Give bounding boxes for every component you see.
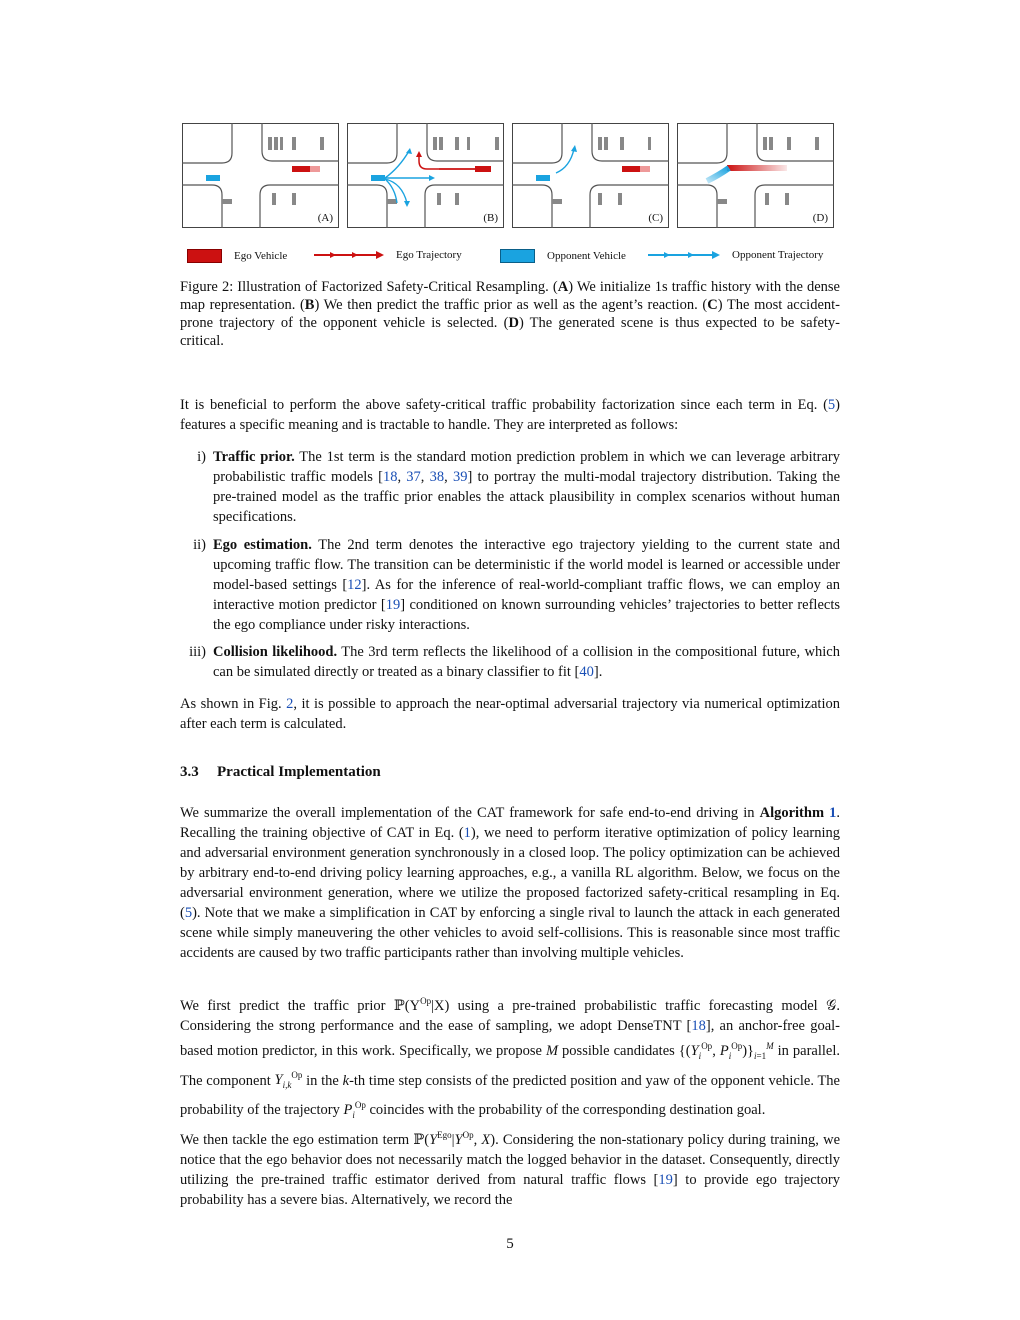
citation-link[interactable]: 39 <box>452 469 468 485</box>
eq-ref-link[interactable]: 5 <box>827 397 836 413</box>
opponent-trajectory-arrow-icon <box>648 251 720 259</box>
panel-label: (C) <box>648 212 663 224</box>
figure-legend: Ego Vehicle Ego Trajectory Opponent Vehi… <box>182 249 842 265</box>
citation-link[interactable]: 18 <box>382 469 398 485</box>
citation-link[interactable]: 19 <box>385 597 401 613</box>
figure-caption: Figure 2: Illustration of Factorized Saf… <box>180 279 841 349</box>
figure-panel-d: (D) <box>677 123 834 228</box>
component-math: Yi,kOp <box>274 1070 303 1091</box>
ego-term-math: ℙ(YEgo|YOp, X) <box>413 1130 496 1148</box>
paragraph-traffic-prior: We first predict the traffic prior ℙ(YOp… <box>180 996 840 1120</box>
figure-ref-link[interactable]: 2 <box>286 696 294 712</box>
figure-panel-c: (C) <box>512 123 669 228</box>
citation-link[interactable]: 18 <box>691 1017 706 1034</box>
figure-panel-b: (B) <box>347 123 504 228</box>
page-number: 5 <box>506 1236 514 1252</box>
paragraph-ego-estimation: We then tackle the ego estimation term ℙ… <box>180 1130 840 1208</box>
citation-link[interactable]: 37 <box>406 469 421 485</box>
ego-trajectory-arrow-icon <box>314 251 384 259</box>
figure-panel-a: (A) <box>182 123 339 228</box>
opponent-vehicle-swatch <box>500 249 535 263</box>
ego-vehicle-swatch <box>187 249 222 263</box>
candidate-set-math: {(YiOp, PiOp)}i=1M <box>678 1040 774 1061</box>
paragraph-implementation: We summarize the overall implementation … <box>180 805 840 961</box>
panel-label: (B) <box>483 212 498 224</box>
paragraph-factorization: It is beneficial to perform the above sa… <box>180 397 840 433</box>
legend-ego-trajectory: Ego Trajectory <box>314 249 462 261</box>
panel-label: (D) <box>812 212 828 224</box>
citation-link[interactable]: 40 <box>579 664 594 680</box>
citation-link[interactable]: 38 <box>429 469 445 485</box>
panel-label: (A) <box>317 212 333 224</box>
citation-link[interactable]: 12 <box>347 577 362 593</box>
trajectory-prob-math: PiOp <box>343 1100 366 1120</box>
paragraph-optimization: As shown in Fig. 2, it is possible to ap… <box>180 696 840 732</box>
legend-opponent-vehicle: Opponent Vehicle <box>500 249 626 263</box>
legend-ego-vehicle: Ego Vehicle <box>187 249 287 263</box>
citation-link[interactable]: 19 <box>658 1171 673 1188</box>
eq-ref-link[interactable]: 1 <box>463 825 471 841</box>
eq-ref-link[interactable]: 5 <box>184 905 193 921</box>
legend-opponent-trajectory: Opponent Trajectory <box>648 249 823 261</box>
algorithm-ref-link[interactable]: 1 <box>829 805 837 821</box>
